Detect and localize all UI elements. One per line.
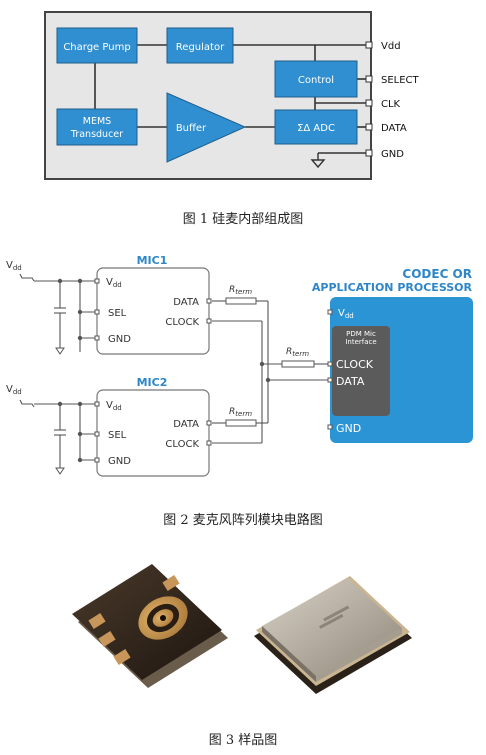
mic1-vdd-pin: Vdd: [106, 277, 122, 289]
mic2-sel-pin: SEL: [108, 430, 127, 441]
figure1-wires: [94, 44, 369, 154]
resistor-rterm-mic1: [225, 297, 257, 305]
codec-gnd-pin: GND: [336, 422, 361, 435]
mic1-clock-pin: CLOCK: [165, 317, 199, 328]
buffer-label: Buffer: [176, 123, 207, 134]
mic-bottom-view-image: [72, 564, 228, 688]
mems-label-line2: Transducer: [70, 129, 123, 140]
mic2-clock-pin: CLOCK: [165, 439, 199, 450]
svg-text:DATA: DATA: [381, 123, 407, 134]
ground-icon: [310, 153, 326, 169]
mic2-pin-squares: [94, 401, 212, 463]
codec-vdd-pin: Vdd: [338, 308, 354, 320]
mems-transducer-block: [56, 108, 138, 146]
regulator-label: Regulator: [176, 42, 225, 53]
pdm-interface-block: [332, 326, 390, 416]
pdm-label-line2: Interface: [345, 338, 376, 346]
mic1-title: MIC1: [137, 254, 168, 267]
svg-text:Vdd: Vdd: [381, 41, 401, 52]
rterm-label-mic2: Rterm: [229, 407, 252, 418]
rterm-label-clock: Rterm: [286, 347, 309, 358]
ground-icon: [55, 467, 65, 475]
figure1-block-diagram: Charge Pump Regulator Control MEMS Trans…: [44, 11, 420, 180]
resistor-rterm-mic2: [225, 419, 257, 427]
mic2-vdd-pin: Vdd: [106, 400, 122, 412]
figure2-circuit-diagram: Vdd Vdd MIC1 Vdd SEL GND DATA CLOCK MIC2…: [6, 254, 473, 477]
control-label: Control: [298, 75, 334, 86]
svg-text:CLK: CLK: [381, 99, 401, 110]
pin-select: SELECT: [365, 75, 420, 86]
svg-text:GND: GND: [381, 149, 404, 160]
ground-icon: [55, 347, 65, 355]
mic1-sel-pin: SEL: [108, 308, 127, 319]
figure1-caption: 图 1 硅麦内部组成图: [182, 212, 304, 227]
resistor-rterm-clock: [281, 360, 315, 368]
rterm-label-mic1: Rterm: [229, 285, 252, 296]
pin-gnd: GND: [365, 149, 404, 160]
figure2-caption: 图 2 麦克风阵列模块电路图: [163, 513, 323, 528]
mic-top-view-image: [254, 576, 412, 694]
mems-label-line1: MEMS: [83, 116, 111, 127]
codec-pin-squares: [327, 309, 333, 430]
charge-pump-block: [56, 27, 138, 64]
pin-data: DATA: [365, 123, 407, 134]
svg-text:SELECT: SELECT: [381, 75, 420, 86]
mic2-gnd-pin: GND: [108, 456, 131, 467]
vdd-label-mic1: Vdd: [6, 260, 22, 272]
mic1-pin-squares: [94, 278, 212, 341]
codec-title-line2: APPLICATION PROCESSOR: [312, 281, 473, 294]
junction-dots: [57, 278, 271, 463]
pdm-label-line1: PDM Mic: [346, 330, 376, 338]
buffer-amplifier: [166, 92, 247, 163]
mic1-data-pin: DATA: [173, 297, 199, 308]
pin-vdd: Vdd: [365, 41, 401, 52]
adc-block: [274, 109, 358, 145]
vdd-label-mic2: Vdd: [6, 384, 22, 396]
adc-label: ΣΔ ADC: [297, 123, 335, 134]
charge-pump-label: Charge Pump: [63, 42, 130, 53]
pin-clk: CLK: [365, 99, 401, 110]
figure2-wires: [19, 273, 330, 468]
regulator-block: [166, 27, 234, 64]
codec-title-line1: CODEC OR: [402, 267, 472, 281]
control-block: [274, 60, 358, 98]
figure3-sample-photo: [72, 564, 412, 694]
codec-data-pin: DATA: [336, 375, 365, 388]
mic2-data-pin: DATA: [173, 419, 199, 430]
codec-clock-pin: CLOCK: [336, 358, 374, 371]
figure3-caption: 图 3 样品图: [208, 733, 278, 748]
mic2-title: MIC2: [137, 376, 168, 389]
mic1-gnd-pin: GND: [108, 334, 131, 345]
